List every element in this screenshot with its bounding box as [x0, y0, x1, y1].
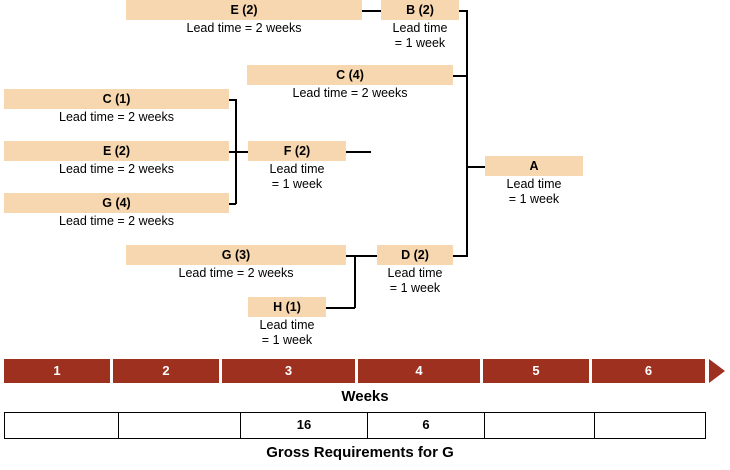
- node-c1-leadtime: Lead time = 2 weeks: [59, 110, 174, 124]
- week-cell-3: 3: [222, 359, 355, 383]
- connector-b-c4-vertical: [466, 10, 468, 76]
- node-d: D (2) Lead time = 1 week: [377, 245, 453, 296]
- connector-d-branch-vertical: [354, 255, 356, 308]
- week-cell-2: 2: [113, 359, 219, 383]
- node-h-label: H (1): [248, 297, 326, 317]
- node-g3: G (3) Lead time = 2 weeks: [126, 245, 346, 281]
- connector-a-left: [466, 166, 486, 168]
- node-a: A Lead time = 1 week: [485, 156, 583, 207]
- connector-h-right: [325, 307, 355, 309]
- node-e-mid-leadtime: Lead time = 2 weeks: [59, 162, 174, 176]
- connector-b-right: [458, 10, 468, 12]
- connector-f-right: [345, 151, 371, 153]
- gross-req-cell-5: [484, 412, 595, 439]
- week-cell-1: 1: [4, 359, 110, 383]
- node-f-leadtime: Lead time = 1 week: [269, 162, 325, 191]
- weeks-axis-label: Weeks: [341, 388, 389, 405]
- connector-left-cluster-vertical: [235, 99, 237, 204]
- connector-d-right: [452, 255, 468, 257]
- node-h-leadtime: Lead time = 1 week: [259, 318, 315, 347]
- node-c4-label: C (4): [247, 65, 453, 85]
- node-c1-label: C (1): [4, 89, 229, 109]
- node-c4: C (4) Lead time = 2 weeks: [247, 65, 453, 101]
- week-cell-5: 5: [483, 359, 589, 383]
- connector-c1-right: [228, 99, 236, 101]
- node-c4-leadtime: Lead time = 2 weeks: [292, 86, 408, 100]
- node-b-leadtime: Lead time = 1 week: [392, 21, 448, 50]
- timeline-arrow-icon: [709, 359, 725, 383]
- node-h: H (1) Lead time = 1 week: [248, 297, 326, 348]
- gross-req-cell-1: [4, 412, 119, 439]
- node-e-mid-label: E (2): [4, 141, 229, 161]
- node-c1: C (1) Lead time = 2 weeks: [4, 89, 229, 125]
- node-g3-label: G (3): [126, 245, 346, 265]
- node-a-label: A: [485, 156, 583, 176]
- node-f-label: F (2): [248, 141, 346, 161]
- node-a-leadtime: Lead time = 1 week: [506, 177, 562, 206]
- connector-e-mid-right: [228, 151, 249, 153]
- node-f: F (2) Lead time = 1 week: [248, 141, 346, 192]
- connector-d-left: [354, 255, 381, 257]
- gross-req-cell-6: [593, 412, 706, 439]
- node-g4: G (4) Lead time = 2 weeks: [4, 193, 229, 229]
- node-e-top: E (2) Lead time = 2 weeks: [126, 0, 362, 36]
- connector-c4-right: [452, 75, 468, 77]
- connector-g4-right: [228, 203, 236, 205]
- node-g4-label: G (4): [4, 193, 229, 213]
- gross-req-cell-4: 6: [366, 412, 486, 439]
- node-g4-leadtime: Lead time = 2 weeks: [59, 214, 174, 228]
- gross-req-cell-2: [117, 412, 242, 439]
- node-e-top-leadtime: Lead time = 2 weeks: [186, 21, 302, 35]
- node-e-mid: E (2) Lead time = 2 weeks: [4, 141, 229, 177]
- connector-e-top-to-b: [361, 10, 386, 12]
- node-e-top-label: E (2): [126, 0, 362, 20]
- connector-a-trunk-vertical: [466, 75, 468, 256]
- node-g3-leadtime: Lead time = 2 weeks: [178, 266, 294, 280]
- week-cell-6: 6: [592, 359, 705, 383]
- node-b-label: B (2): [381, 0, 459, 20]
- node-b: B (2) Lead time = 1 week: [381, 0, 459, 51]
- gross-requirements-label: Gross Requirements for G: [266, 444, 454, 461]
- week-cell-4: 4: [358, 359, 480, 383]
- gross-req-cell-3: 16: [240, 412, 368, 439]
- node-d-leadtime: Lead time = 1 week: [387, 266, 443, 295]
- node-d-label: D (2): [377, 245, 453, 265]
